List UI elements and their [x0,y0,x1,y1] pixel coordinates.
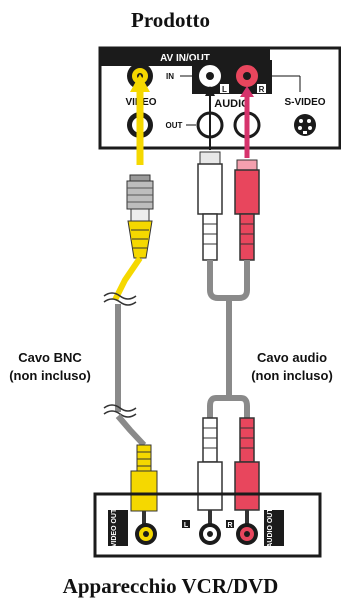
device-right-badge: R [227,522,232,529]
panel-right-badge: R [259,85,265,94]
bnc-cable-label-line1: Cavo BNC [18,350,82,365]
device-audio-right-jack [236,523,258,545]
device-video-out-jack [135,523,157,545]
panel-left-badge: L [222,85,227,94]
product-title: Prodotto [131,8,210,32]
audio-cable-label-line2: (non incluso) [251,368,333,383]
panel-header: AV IN/OUT [160,53,210,64]
device-audio-out-label: AUDIO OUT [267,508,274,548]
svideo-label: S-VIDEO [284,97,325,108]
bnc-cable-label-line2: (non incluso) [9,368,91,383]
audio-label: AUDIO [214,98,250,110]
audio-in-right-jack [234,63,260,89]
audio-in-left-jack [197,63,223,89]
device-audio-left-jack [199,523,221,545]
device-video-out-label: VIDEO OUT [111,508,118,547]
bnc-cable [103,74,158,525]
audio-cable-label: Cavo audio (non incluso) [244,349,340,385]
out-label: OUT [166,121,183,130]
svideo-jack [294,114,316,136]
device-left-badge: L [184,522,189,529]
bnc-cable-label: Cavo BNC (non incluso) [4,349,96,385]
device-title: Apparecchio VCR/DVD [62,574,279,598]
vcr-dvd-panel: VIDEO OUT L R AUDIO OUT [93,492,322,558]
av-panel: AV IN/OUT IN VIDEO L R AUDIO S-VIDEO [98,46,341,150]
audio-cable [197,86,260,524]
audio-cable-label-line1: Cavo audio [256,350,328,365]
in-label: IN [166,72,174,81]
